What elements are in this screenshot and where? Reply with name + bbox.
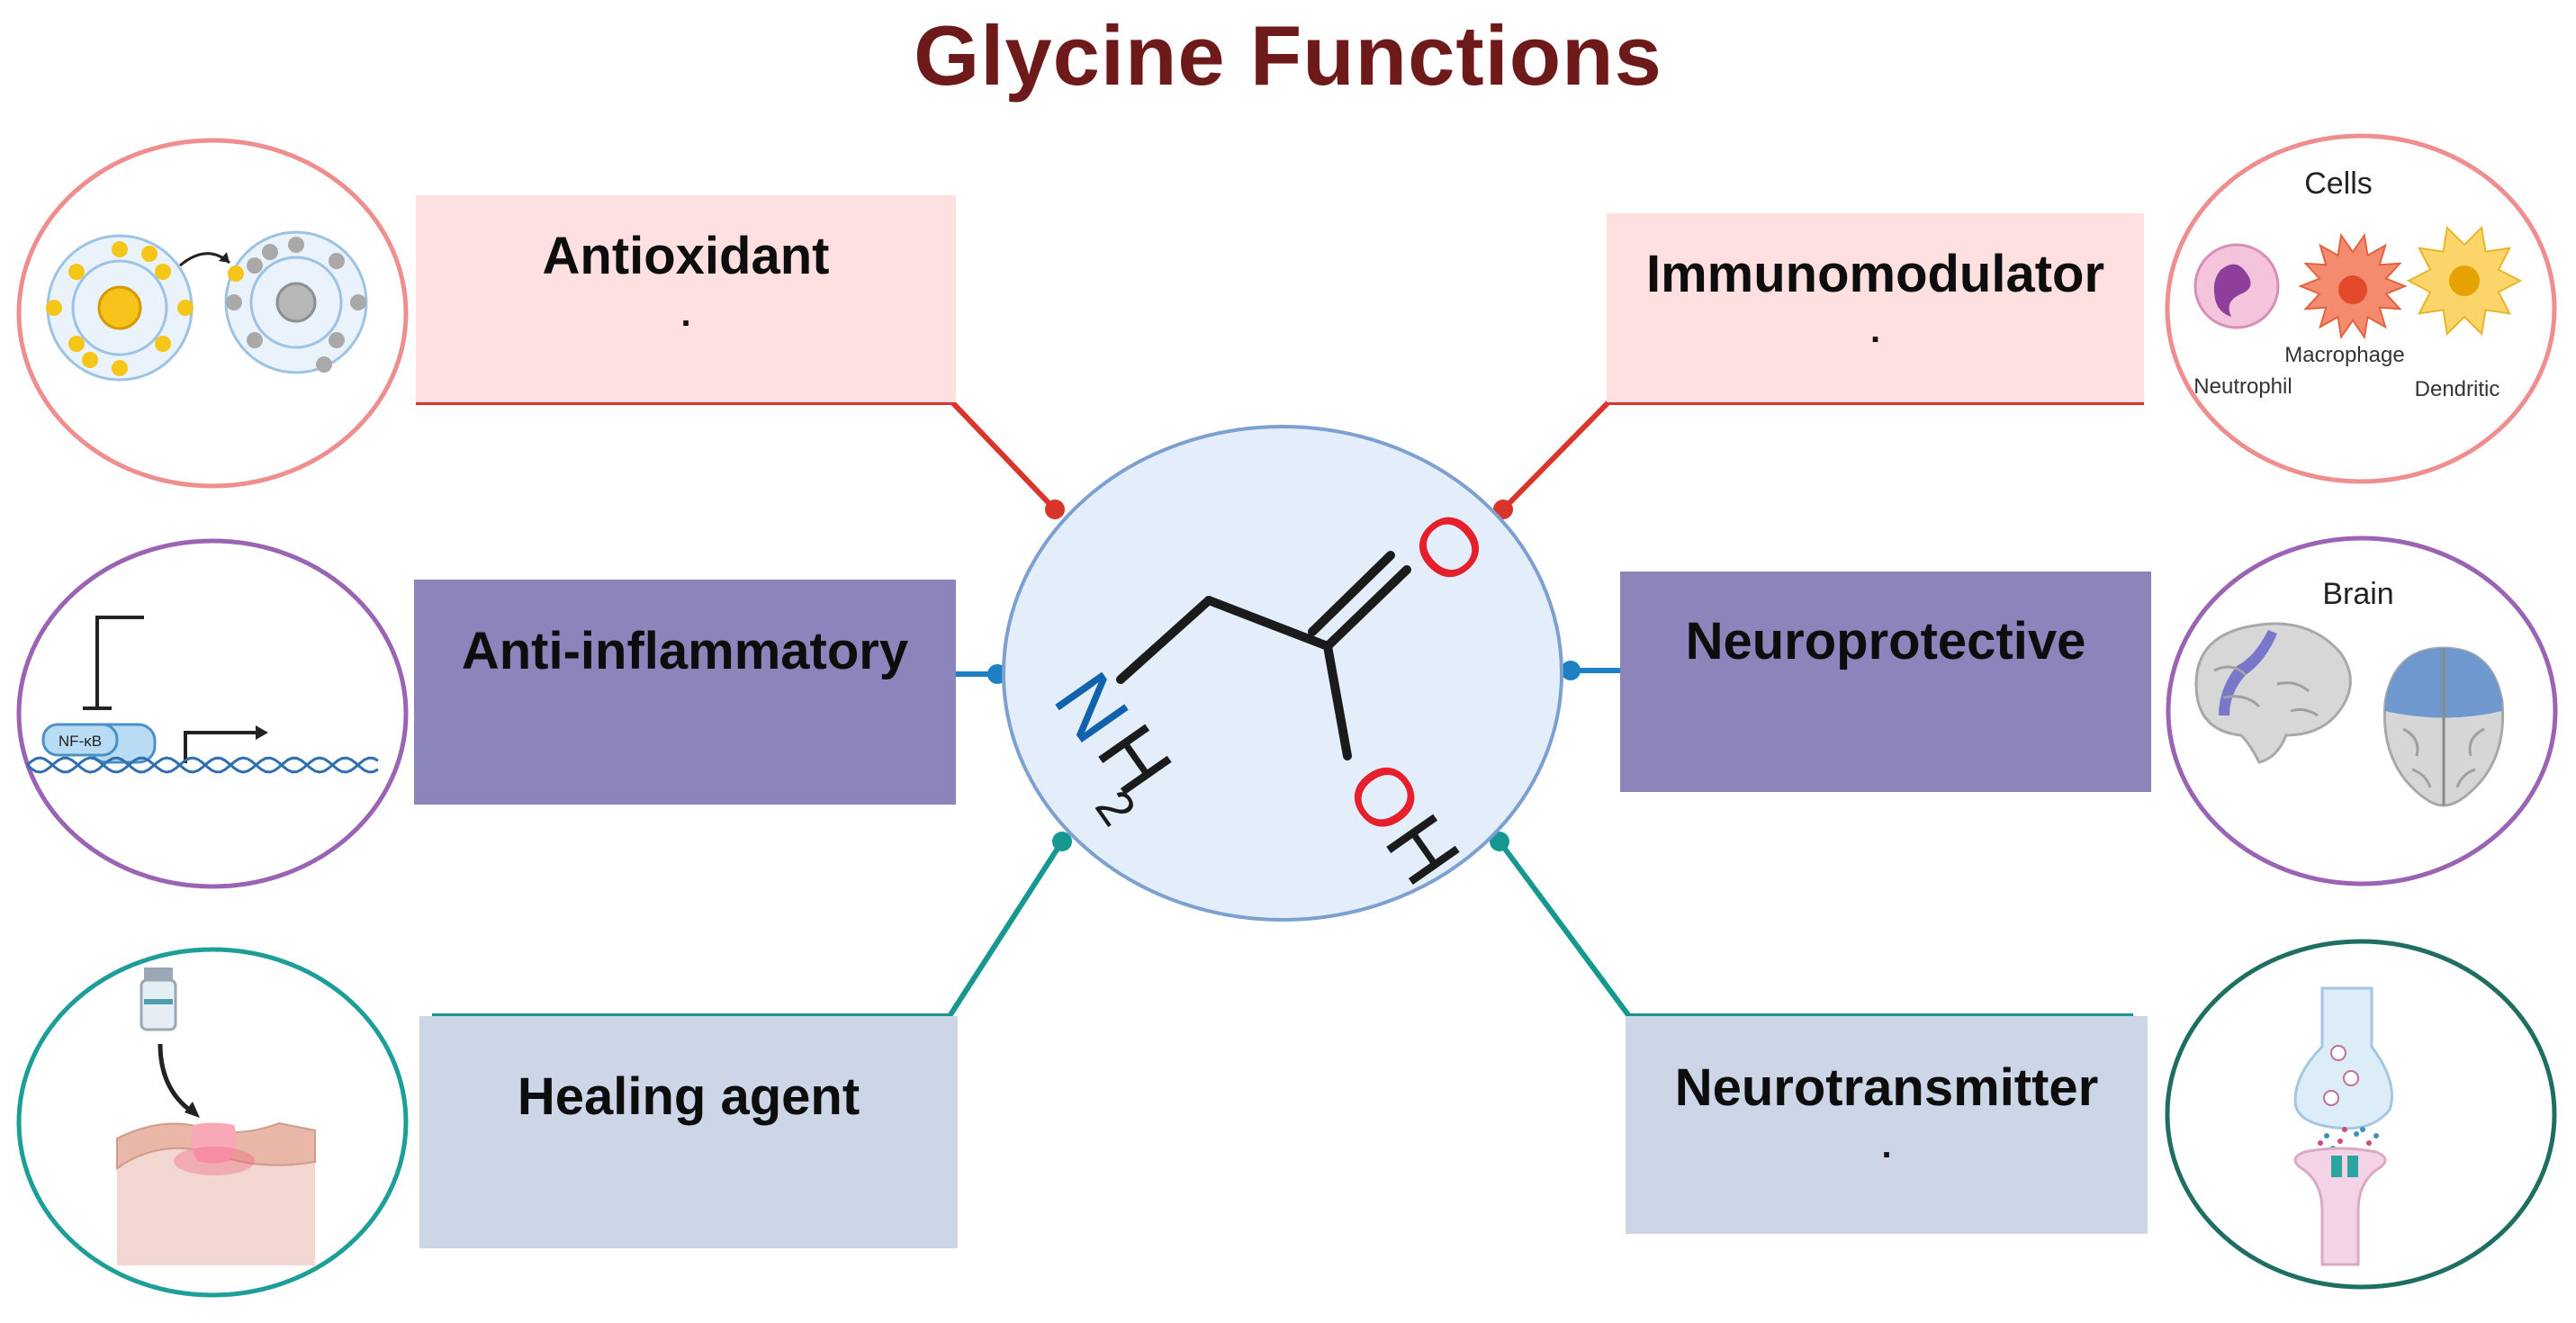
application-arrowhead-icon bbox=[185, 1102, 200, 1118]
molecule-circle bbox=[1002, 425, 1563, 922]
macrophage-label: Macrophage bbox=[2284, 343, 2404, 367]
brain-side-view-icon bbox=[2194, 622, 2352, 764]
connector-antioxidant bbox=[416, 400, 1058, 512]
connector-neurotransmitter bbox=[1497, 840, 2133, 1019]
illustration-immunomodulator: Cells Neutrophil Macrophage Dendritic bbox=[2165, 133, 2557, 484]
transcription-arrowhead-icon bbox=[256, 725, 268, 740]
application-arrow-icon bbox=[158, 1043, 194, 1114]
connector-healing-agent bbox=[432, 840, 1065, 1019]
anti-inflammatory-frame bbox=[16, 538, 409, 889]
immunomodulator-note: . bbox=[1869, 310, 1881, 350]
neuroprotective-box: Neuroprotective bbox=[1620, 572, 2151, 792]
antioxidant-label: Antioxidant bbox=[542, 227, 830, 285]
anti-inflammatory-box: Anti-inflammatory bbox=[414, 580, 956, 805]
antioxidant-frame bbox=[16, 138, 409, 489]
inhibition-symbol-icon bbox=[83, 616, 144, 710]
neurotransmitter-box: Neurotransmitter . bbox=[1626, 1016, 2148, 1234]
dendritic-label: Dendritic bbox=[2415, 377, 2500, 401]
dot-neuroprotective bbox=[1561, 661, 1581, 680]
illustration-neurotransmitter bbox=[2165, 939, 2557, 1290]
nfkb-label: NF-κB bbox=[59, 733, 102, 750]
neurotransmitter-note: . bbox=[1881, 1126, 1892, 1166]
postsynaptic-terminal-icon bbox=[2293, 1147, 2387, 1266]
dot-healing-agent bbox=[1052, 832, 1072, 851]
neutrophil-label: Neutrophil bbox=[2193, 374, 2292, 399]
healing-agent-label: Healing agent bbox=[517, 1067, 860, 1126]
vial-icon bbox=[140, 968, 177, 1031]
illustration-anti-inflammatory: NF-κB bbox=[16, 538, 409, 889]
glycine-molecule: O O H N H 2 bbox=[1002, 425, 1563, 922]
skin-wound-icon bbox=[116, 1121, 316, 1265]
arrowhead-icon bbox=[219, 252, 230, 263]
bonds bbox=[1116, 551, 1411, 760]
macrophage-icon bbox=[2298, 232, 2408, 340]
neurotransmitter-label: Neurotransmitter bbox=[1674, 1058, 2099, 1117]
cells-title: Cells bbox=[2304, 166, 2373, 201]
dendritic-cell-icon bbox=[2406, 225, 2523, 337]
connector-immunomodulator bbox=[1500, 400, 2144, 512]
electron-acceptor-atom-icon bbox=[224, 230, 368, 374]
healing-agent-box: Healing agent bbox=[419, 1016, 958, 1248]
dot-neurotransmitter bbox=[1490, 832, 1509, 851]
dot-antioxidant bbox=[1045, 500, 1065, 519]
illustration-healing-agent bbox=[16, 947, 409, 1298]
anti-inflammatory-label: Anti-inflammatory bbox=[461, 622, 909, 680]
immunomodulator-label: Immunomodulator bbox=[1645, 245, 2105, 303]
page-title: Glycine Functions bbox=[914, 8, 1662, 103]
synaptic-vesicle-icon bbox=[2323, 1045, 2359, 1106]
brain-top-view-icon bbox=[2382, 646, 2505, 807]
neuroprotective-label: Neuroprotective bbox=[1685, 612, 2086, 670]
brain-title: Brain bbox=[2322, 577, 2393, 611]
immunomodulator-box: Immunomodulator . bbox=[1607, 213, 2144, 402]
receptor-icon bbox=[2331, 1156, 2358, 1177]
nfkb-protein-icon: NF-κB bbox=[41, 723, 157, 764]
illustration-antioxidant bbox=[16, 138, 409, 489]
antioxidant-note: . bbox=[680, 294, 691, 334]
illustration-neuroprotective: Brain bbox=[2166, 536, 2558, 886]
transcription-arrow-icon bbox=[184, 731, 257, 763]
neutrophil-icon bbox=[2193, 243, 2280, 329]
electron-donor-atom-icon bbox=[46, 234, 194, 382]
transferred-electron-icon bbox=[228, 266, 244, 282]
dna-strand-icon bbox=[26, 756, 379, 774]
antioxidant-box: Antioxidant . bbox=[416, 195, 956, 402]
